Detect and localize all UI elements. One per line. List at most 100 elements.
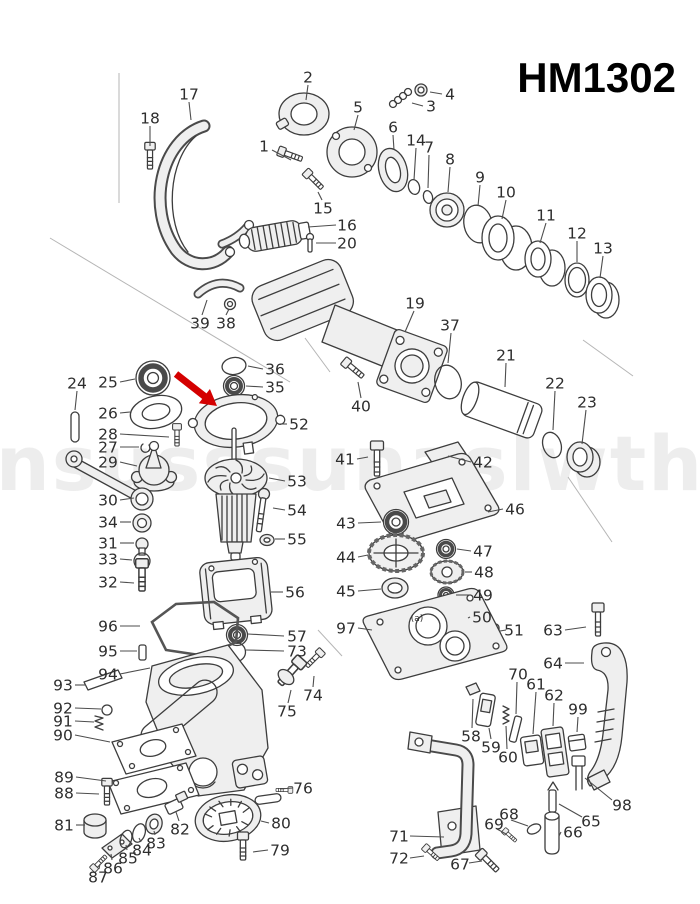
- part-label-94: 94: [98, 666, 118, 684]
- part-83-cap-drawing: [145, 813, 163, 835]
- part-leader-6: [392, 134, 395, 151]
- part-leader-21: [504, 362, 507, 388]
- part-leader-50: [467, 616, 471, 619]
- part-leader-44: [357, 554, 369, 558]
- part-leader-57: [247, 633, 285, 637]
- part-54-bolt-drawing: [255, 487, 271, 533]
- part-leader-22: [552, 390, 556, 431]
- part-label-6: 6: [388, 119, 398, 137]
- part-label-44: 44: [336, 549, 356, 567]
- part-label-27: 27: [98, 439, 118, 457]
- part-leader-33: [119, 558, 133, 561]
- part-18-bolt-drawing: [144, 141, 156, 170]
- part-label-31: 31: [98, 535, 118, 553]
- part-leader-45: [357, 588, 382, 592]
- part-leader-99: [576, 716, 579, 733]
- part-leader-30: [119, 497, 135, 501]
- part-leader-46: [487, 508, 504, 513]
- part-72-screw-drawing: [421, 843, 440, 861]
- part-label-98: 98: [612, 797, 632, 815]
- part-label-29: 29: [98, 454, 118, 472]
- part-leader-85: [125, 844, 128, 851]
- part-5-housing-drawing: [326, 126, 378, 178]
- part-21-cylinder-drawing: [460, 381, 543, 439]
- part-leader-39: [201, 299, 208, 316]
- part-label-11: 11: [536, 207, 556, 225]
- part-leader-98: [584, 777, 613, 801]
- part-13-ring-drawing: [585, 276, 620, 319]
- part-14-oring-drawing: [407, 178, 421, 196]
- part-label-22: 22: [545, 375, 565, 393]
- part-leader-51: [499, 629, 507, 632]
- part-97-crank-housing-drawing: (a): [362, 587, 508, 681]
- red-arrow-head: [198, 389, 217, 406]
- part-leader-74: [312, 675, 315, 688]
- page-title: HM1302: [517, 54, 676, 101]
- part-label-91: 91: [53, 713, 73, 731]
- part-leader-35: [245, 385, 264, 388]
- part-label-85: 85: [118, 850, 138, 868]
- part-99-terminal-drawing: [567, 733, 587, 752]
- part-label-18: 18: [140, 110, 160, 128]
- part-20-pin-drawing: [305, 232, 315, 253]
- part-label-3: 3: [426, 98, 436, 116]
- part-32-bolt-drawing: [134, 558, 150, 592]
- part-79-bolt-drawing: [236, 831, 250, 861]
- part-66-cap-drawing: [544, 811, 560, 855]
- part-label-8: 8: [445, 151, 455, 169]
- part-12-oring-drawing: [564, 262, 590, 298]
- part-label-48: 48: [474, 564, 494, 582]
- part-leader-4: [429, 91, 443, 95]
- part-label-80: 80: [271, 815, 291, 833]
- part-label-37: 37: [440, 317, 460, 335]
- part-95-pin-drawing: [138, 644, 147, 661]
- part-drawings: (a): [65, 83, 628, 873]
- part-31-pin-drawing: [135, 537, 149, 556]
- part-leader-72: [409, 855, 425, 859]
- part-85-oring-drawing: [119, 829, 133, 849]
- part-label-55: 55: [287, 531, 307, 549]
- part-leader-7: [427, 154, 430, 189]
- part-11-ring-drawing: [524, 240, 566, 287]
- part-label-42: 42: [473, 454, 493, 472]
- part-62-switch-plate-drawing: [540, 726, 570, 778]
- part-label-34: 34: [98, 514, 118, 532]
- part-leader-38: [225, 308, 230, 316]
- part-leader-80: [260, 820, 270, 824]
- part-71-handle-drawing: [407, 731, 481, 860]
- part-leader-88: [75, 792, 100, 795]
- part-label-59: 59: [481, 739, 501, 757]
- part-label-61: 61: [526, 676, 546, 694]
- part-label-35: 35: [265, 379, 285, 397]
- part-leader-76: [279, 787, 294, 790]
- part-leader-83: [153, 830, 156, 836]
- part-label-74: 74: [303, 687, 323, 705]
- part-label-99: 99: [568, 701, 588, 719]
- part-leader-84: [138, 837, 142, 843]
- part-label-14: 14: [406, 132, 426, 150]
- part-leader-8: [447, 166, 451, 193]
- part-leader-73: [245, 649, 285, 652]
- part-60-spring-drawing: [502, 705, 510, 725]
- part-leader-62: [552, 702, 555, 727]
- part-label-46: 46: [505, 501, 525, 519]
- part-label-1: 1: [259, 138, 269, 156]
- part-leader-23: [581, 409, 587, 445]
- part-label-68: 68: [499, 806, 519, 824]
- part-leader-29: [119, 461, 138, 467]
- part-70-bar-drawing: [508, 715, 523, 743]
- part-87-screw-drawing: [89, 854, 108, 873]
- part-label-43: 43: [336, 515, 356, 533]
- part-69-screw-drawing: [501, 827, 518, 843]
- part-label-26: 26: [98, 405, 118, 423]
- part-8-piston-drawing: [429, 192, 465, 228]
- part-label-39: 39: [190, 315, 210, 333]
- part-36-oring-drawing: [221, 356, 247, 376]
- part-86-cover-drawing: [101, 833, 133, 859]
- part-leader-61: [532, 691, 537, 735]
- part-label-56: 56: [285, 584, 305, 602]
- part-64-handle-drawing: [586, 642, 628, 791]
- part-label-16: 16: [337, 217, 357, 235]
- part-label-90: 90: [53, 727, 73, 745]
- part-84-oring-drawing: [131, 823, 147, 843]
